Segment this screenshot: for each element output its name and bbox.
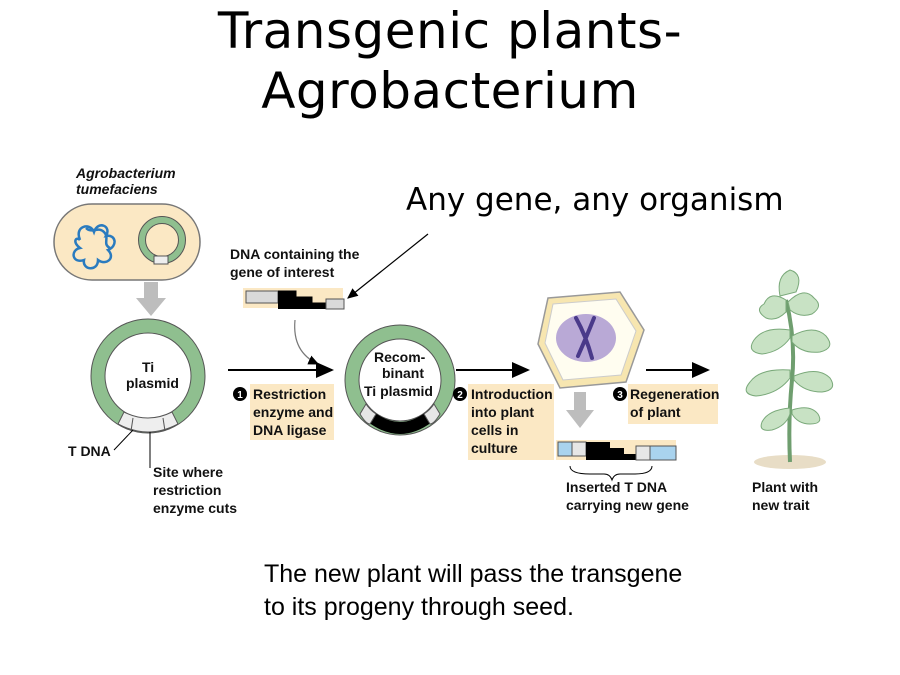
step-3-label: 3 Regeneration of plant <box>613 384 719 424</box>
site-label-line-3: enzyme cuts <box>153 500 237 516</box>
step-2-line-3: cells in <box>471 422 518 438</box>
dna-label-line-1: DNA containing the <box>230 246 360 262</box>
step-2-line-4: culture <box>471 440 518 456</box>
t-dna-segment <box>117 411 179 433</box>
dna-label-line-2: gene of interest <box>230 264 335 280</box>
slide-title-line-1: Transgenic plants- <box>217 2 683 60</box>
step-1-line-2: enzyme and <box>253 404 333 420</box>
chromosome <box>574 316 596 360</box>
step-2-line-1: Introduction <box>471 386 553 402</box>
inserted-t-dna <box>556 440 677 482</box>
step-1-label: 1 Restriction enzyme and DNA ligase <box>233 384 334 440</box>
step-3-line-1: Regeneration <box>630 386 719 402</box>
step-1-line-1: Restriction <box>253 386 326 402</box>
inserted-gene-segment <box>368 412 432 434</box>
inserted-label-line-2: carrying new gene <box>566 497 689 513</box>
step-3-line-2: of plant <box>630 404 681 420</box>
bacterium-label-line-2: tumefaciens <box>76 181 158 197</box>
site-label-line-2: restriction <box>153 482 221 498</box>
step-1-line-3: DNA ligase <box>253 422 327 438</box>
plant-label-line-1: Plant with <box>752 479 818 495</box>
down-arrow-bacterium <box>136 282 166 316</box>
step-3-number: 3 <box>617 390 623 401</box>
subtitle-pointer <box>347 233 429 299</box>
recombinant-label-line-1: Recom- <box>374 349 426 365</box>
slide-title-line-2: Agrobacterium <box>261 62 639 120</box>
step-1-number: 1 <box>237 390 243 401</box>
t-dna-brace <box>569 465 653 482</box>
plant-label-line-2: new trait <box>752 497 810 513</box>
agrobacterium-cell: Agrobacterium tumefaciens <box>53 165 201 281</box>
plant-cell <box>537 291 645 389</box>
site-label-line-1: Site where <box>153 464 223 480</box>
bacterium-label-line-1: Agrobacterium <box>75 165 176 181</box>
transgenic-plant <box>745 269 834 469</box>
down-arrow-cell <box>566 392 594 428</box>
dna-to-recombinant-arrow <box>294 319 320 365</box>
recombinant-ti-plasmid: Recom- binant Ti plasmid <box>344 324 456 436</box>
recombinant-label-line-2: binant <box>382 365 424 381</box>
caption-line-1: The new plant will pass the transgene <box>264 560 683 588</box>
step-2-label: 2 Introduction into plant cells in cultu… <box>453 384 554 460</box>
ti-plasmid: Ti plasmid <box>90 318 206 434</box>
ti-label-line-2: plasmid <box>126 375 179 391</box>
inserted-label-line-1: Inserted T DNA <box>566 479 667 495</box>
caption-line-2: to its progeny through seed. <box>264 593 574 621</box>
dna-of-interest: DNA containing the gene of interest <box>230 246 360 310</box>
recombinant-label-line-3: Ti plasmid <box>364 383 433 399</box>
step-2-line-2: into plant <box>471 404 534 420</box>
subtitle-any-gene: Any gene, any organism <box>406 182 784 218</box>
ti-label-line-1: Ti <box>142 359 154 375</box>
t-dna-label: T DNA <box>68 443 111 459</box>
step-2-number: 2 <box>457 390 463 401</box>
